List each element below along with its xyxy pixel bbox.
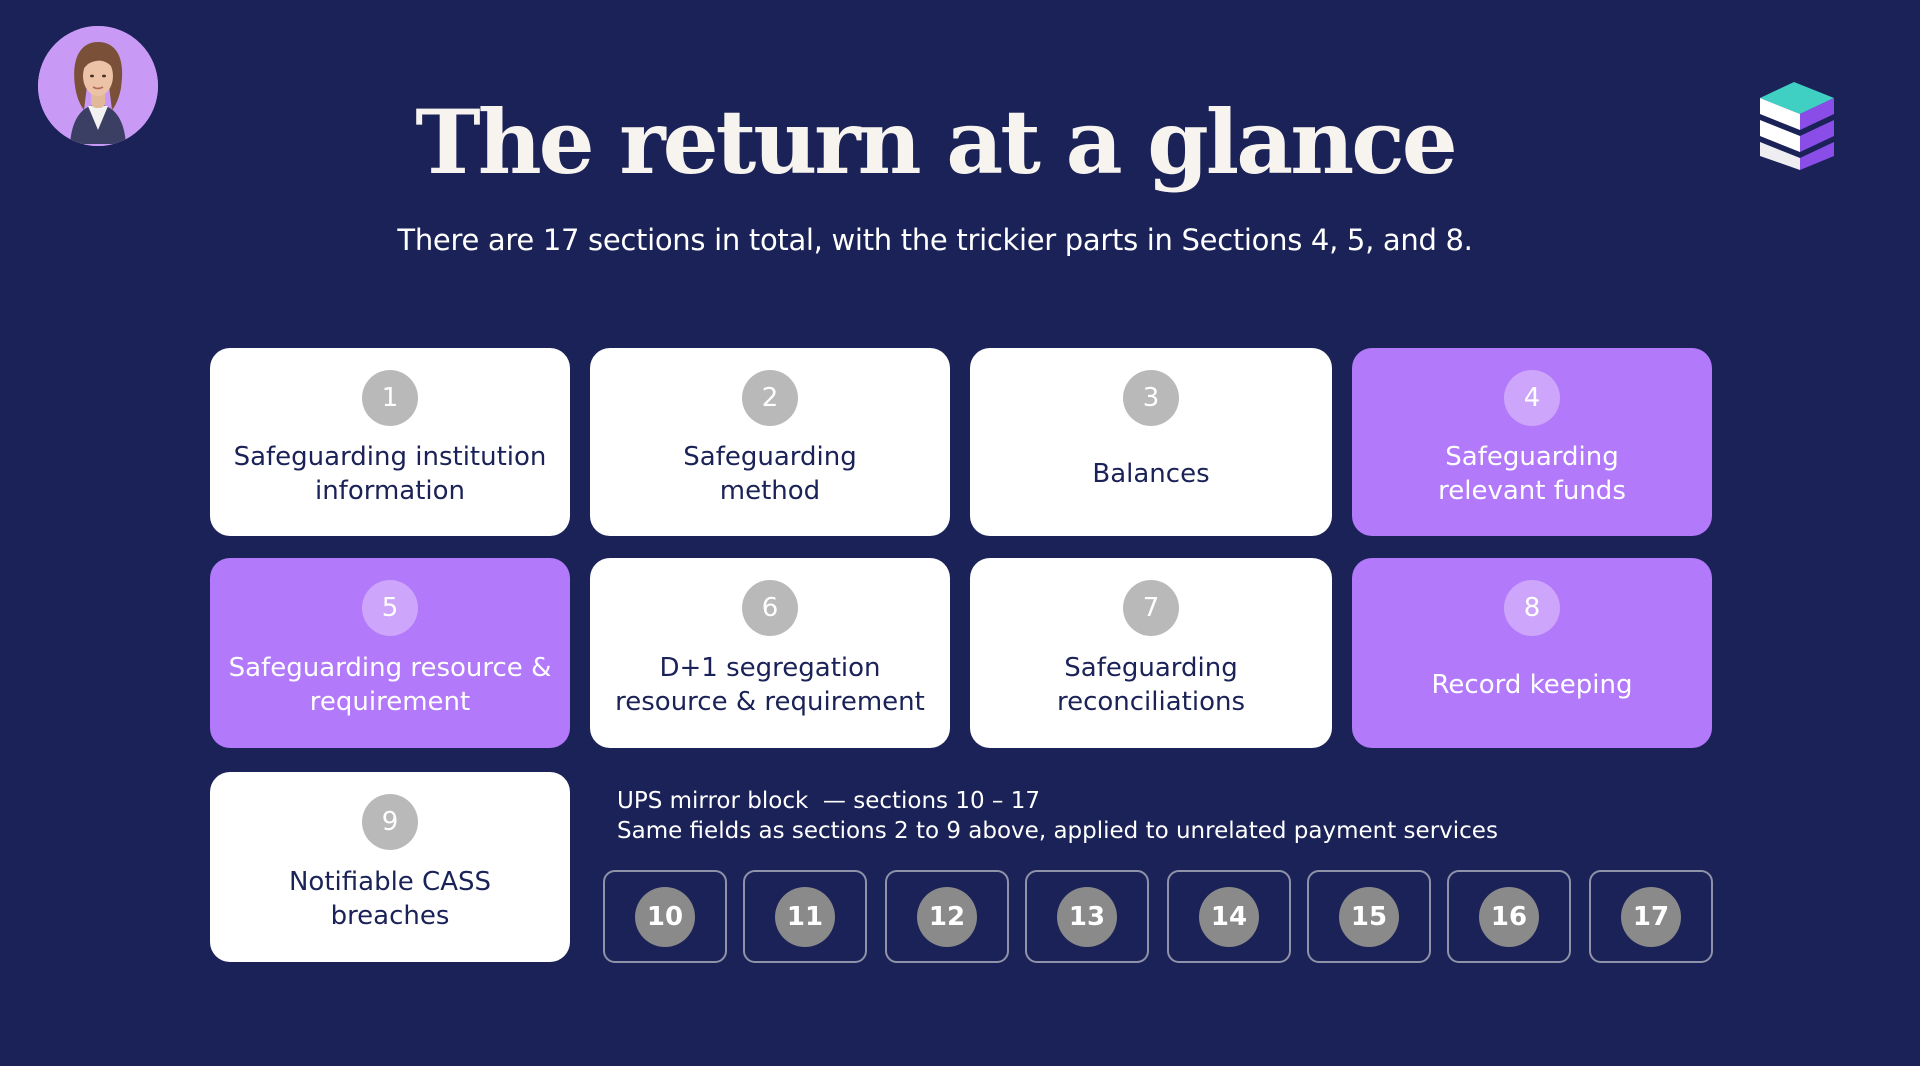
ups-section-box: 11 <box>743 870 867 963</box>
page-subtitle: There are 17 sections in total, with the… <box>397 223 1473 257</box>
ups-section-box: 10 <box>603 870 727 963</box>
ups-section-number: 13 <box>1057 886 1117 947</box>
section-number-badge: 7 <box>1123 580 1179 636</box>
ups-section-number: 11 <box>775 886 835 947</box>
ups-section-box: 15 <box>1307 870 1431 963</box>
section-card-4: 4 Safeguarding relevant funds <box>1352 348 1712 536</box>
section-label: Safeguarding method <box>683 442 857 506</box>
presenter-avatar <box>38 26 158 146</box>
section-label: Safeguarding relevant funds <box>1438 442 1626 506</box>
section-number-badge: 6 <box>742 580 798 636</box>
section-number-badge: 2 <box>742 370 798 426</box>
section-label: Record keeping <box>1431 670 1633 700</box>
section-label: Safeguarding institution information <box>233 442 547 506</box>
section-label: Safeguarding reconciliations <box>1056 653 1246 717</box>
ups-section-box: 13 <box>1025 870 1149 963</box>
section-number-badge: 8 <box>1504 580 1560 636</box>
ups-section-box: 17 <box>1589 870 1713 963</box>
section-card-7: 7 Safeguarding reconciliations <box>970 558 1332 748</box>
ups-section-box: 16 <box>1447 870 1571 963</box>
section-label: Balances <box>1092 459 1210 489</box>
section-number-badge: 9 <box>362 794 418 850</box>
ups-block-description: Same fields as sections 2 to 9 above, ap… <box>617 818 1498 844</box>
ups-section-box: 12 <box>885 870 1009 963</box>
section-number-badge: 4 <box>1504 370 1560 426</box>
section-label: Safeguarding resource & requirement <box>228 653 552 717</box>
ups-section-number: 10 <box>635 886 695 947</box>
section-card-5: 5 Safeguarding resource & requirement <box>210 558 570 748</box>
ups-section-box: 14 <box>1167 870 1291 963</box>
section-label: D+1 segregation resource & requirement <box>615 653 925 717</box>
section-card-1: 1 Safeguarding institution information <box>210 348 570 536</box>
avatar-portrait-icon <box>38 26 158 146</box>
section-card-3: 3 Balances <box>970 348 1332 536</box>
section-label: Notifiable CASS breaches <box>288 867 492 931</box>
page-title: The return at a glance <box>415 90 1458 194</box>
section-number-badge: 3 <box>1123 370 1179 426</box>
section-card-8: 8 Record keeping <box>1352 558 1712 748</box>
ups-block-title: UPS mirror block — sections 10 – 17 <box>617 788 1040 814</box>
ups-section-number: 16 <box>1479 886 1539 947</box>
section-number-badge: 1 <box>362 370 418 426</box>
ups-section-number: 14 <box>1199 886 1259 947</box>
section-card-2: 2 Safeguarding method <box>590 348 950 536</box>
brand-logo-icon <box>1752 76 1842 170</box>
ups-section-number: 15 <box>1339 886 1399 947</box>
ups-section-number: 12 <box>917 886 977 947</box>
ups-section-number: 17 <box>1621 886 1681 947</box>
section-card-9: 9 Notifiable CASS breaches <box>210 772 570 962</box>
section-number-badge: 5 <box>362 580 418 636</box>
section-card-6: 6 D+1 segregation resource & requirement <box>590 558 950 748</box>
